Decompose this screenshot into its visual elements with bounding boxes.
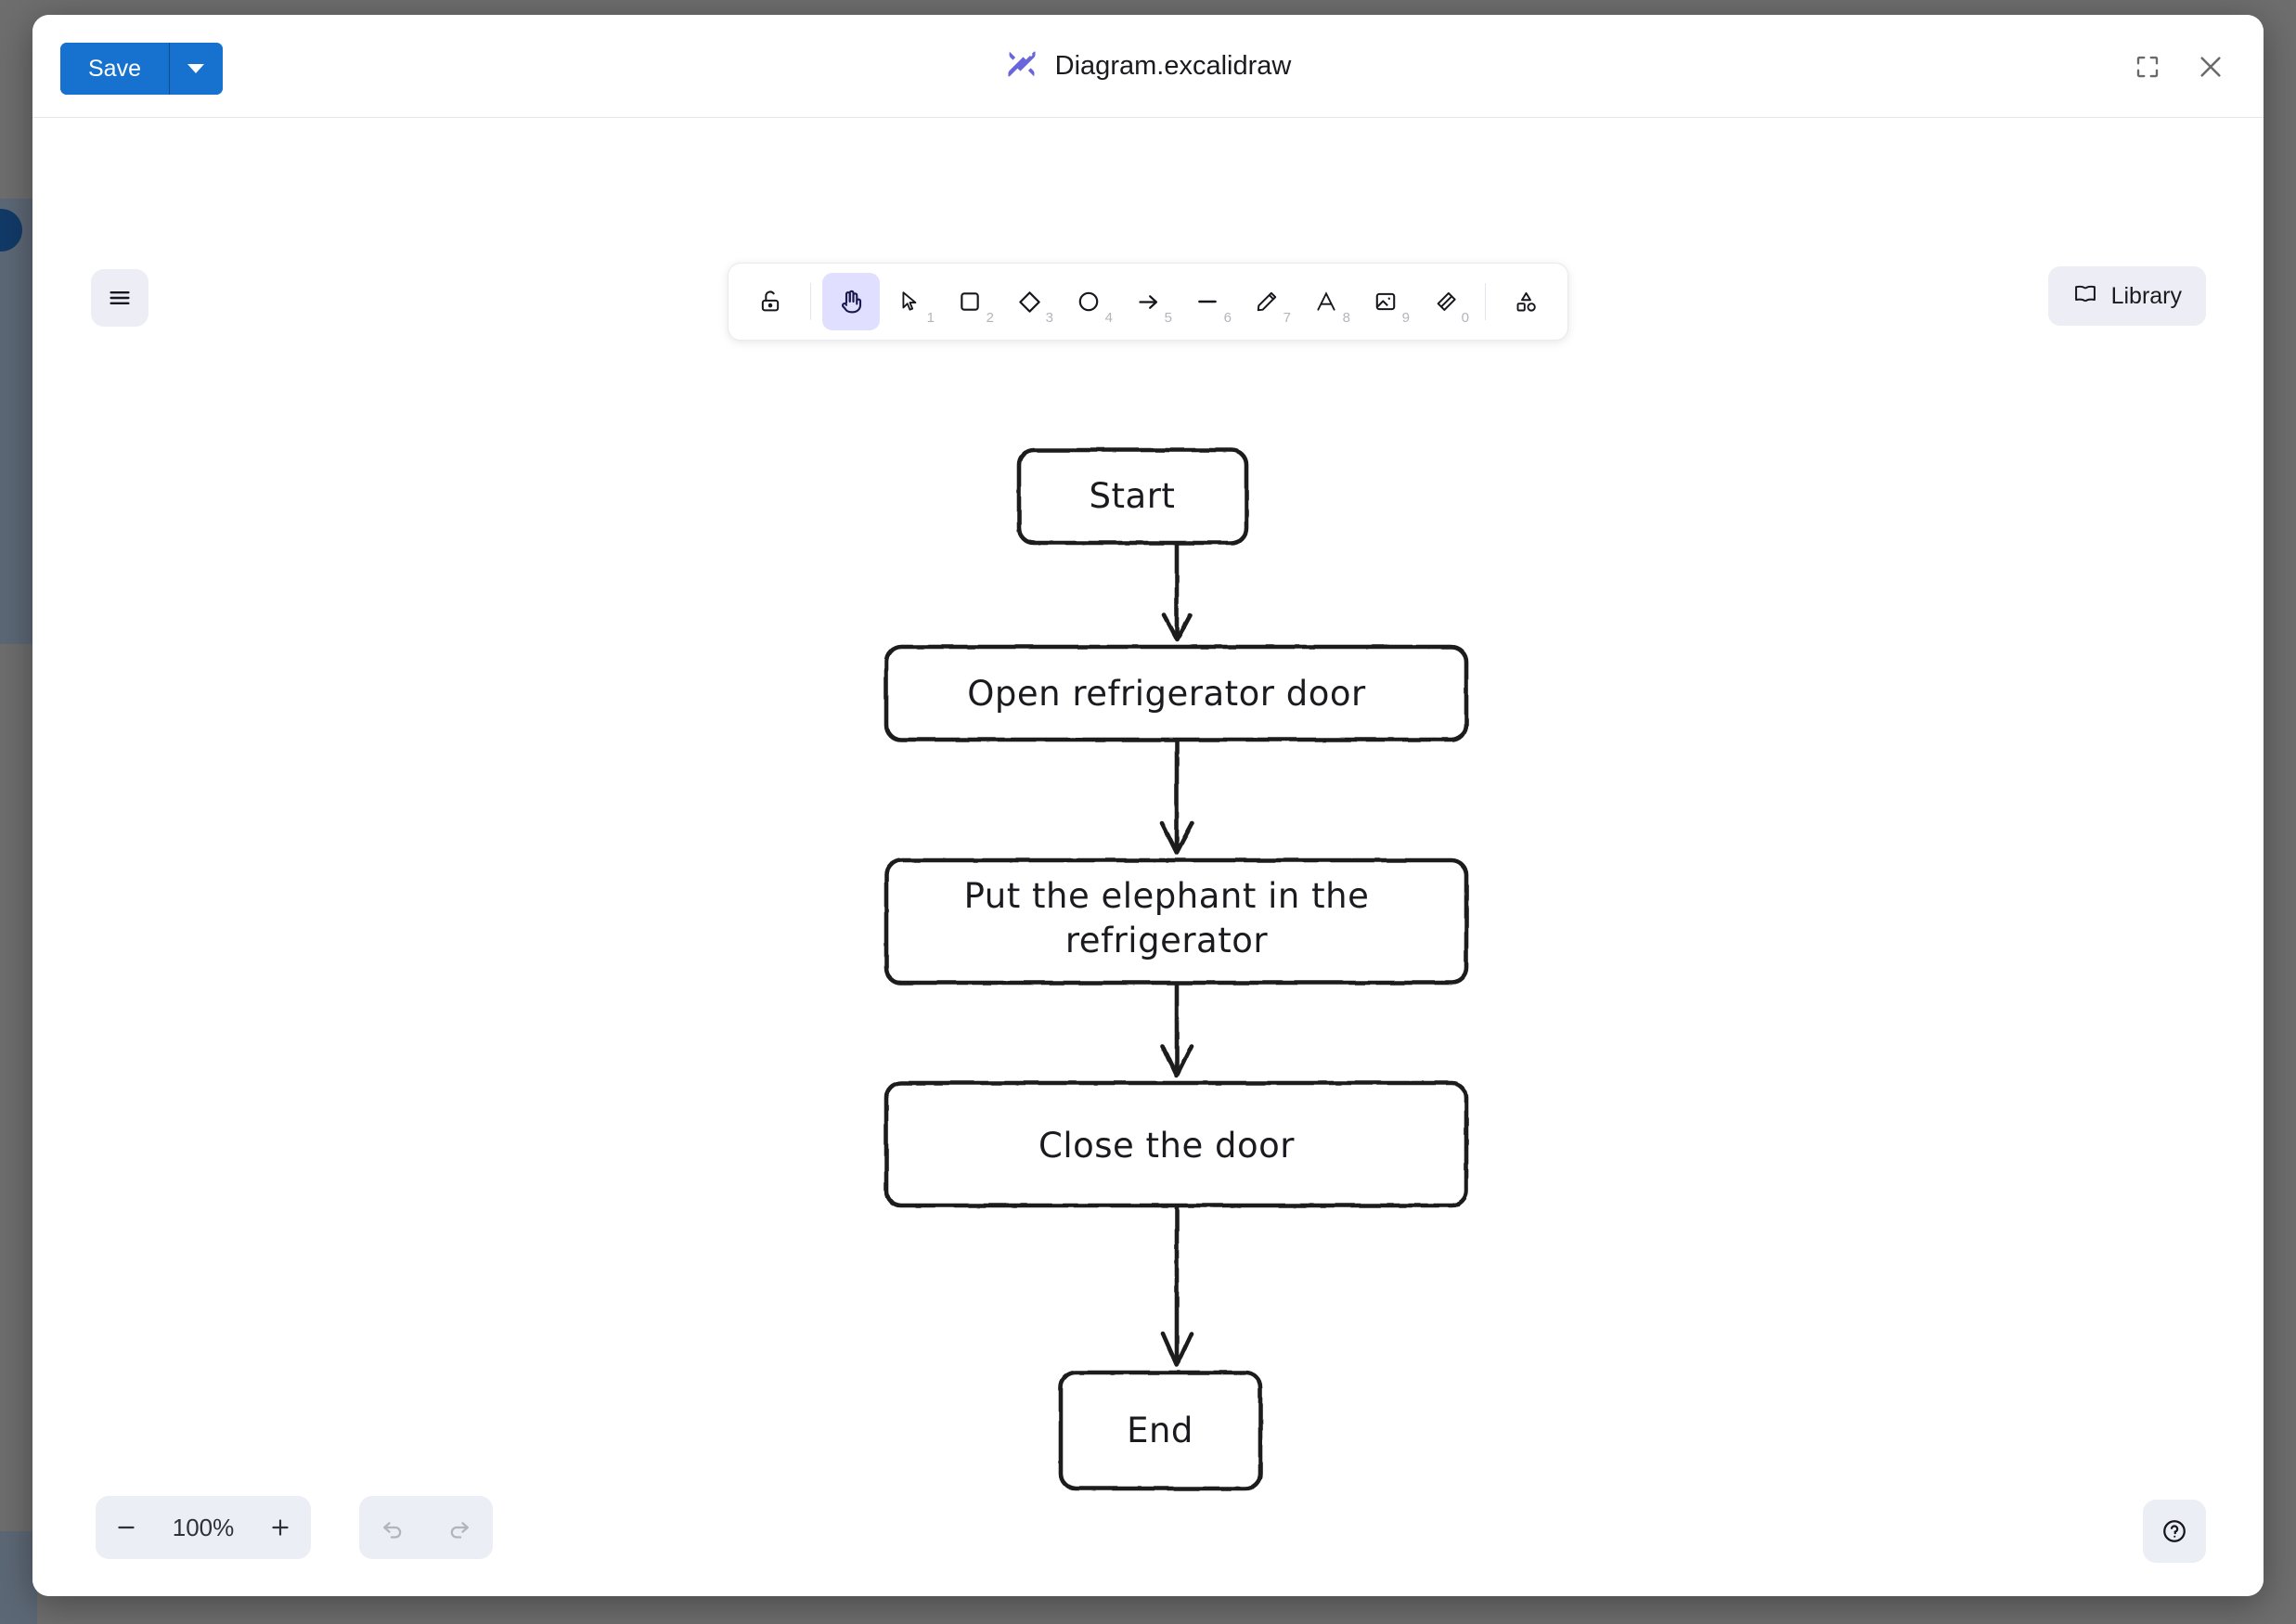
flow-node-label-n3-line1: Put the elephant in the bbox=[964, 876, 1370, 916]
tool-shortcut-rectangle: 2 bbox=[986, 310, 994, 326]
library-button-label: Library bbox=[2110, 282, 2182, 309]
tool-hand[interactable] bbox=[822, 273, 880, 330]
toolbar-divider-1 bbox=[810, 283, 811, 320]
tool-rectangle[interactable]: 2 bbox=[941, 273, 999, 330]
flow-edge-n2-n3 bbox=[1159, 739, 1195, 856]
flow-node-n5 bbox=[1058, 1370, 1263, 1491]
zoom-in-button[interactable] bbox=[250, 1496, 311, 1559]
tool-draw[interactable]: 7 bbox=[1238, 273, 1296, 330]
tool-lock[interactable] bbox=[742, 273, 799, 330]
flow-edge-n1-n2 bbox=[1161, 542, 1193, 642]
backdrop-highlight-band bbox=[0, 199, 37, 644]
tool-shortcut-arrow: 5 bbox=[1164, 310, 1172, 326]
tool-shortcut-draw: 7 bbox=[1283, 310, 1291, 326]
save-dropdown-button[interactable] bbox=[169, 43, 223, 95]
tool-shortcut-selection: 1 bbox=[926, 310, 935, 326]
zoom-control-group[interactable]: 100% bbox=[96, 1496, 311, 1559]
flow-node-label-n4: Close the door bbox=[1038, 1126, 1295, 1166]
library-button[interactable]: Library bbox=[2047, 266, 2206, 326]
save-button-group[interactable]: Save bbox=[60, 43, 223, 95]
tool-shortcut-diamond: 3 bbox=[1045, 310, 1053, 326]
chevron-down-icon bbox=[187, 64, 205, 73]
tool-diamond[interactable]: 3 bbox=[1000, 273, 1058, 330]
save-group-divider bbox=[168, 43, 170, 95]
tool-image[interactable]: 9 bbox=[1357, 273, 1414, 330]
tool-eraser[interactable]: 0 bbox=[1416, 273, 1474, 330]
tool-shortcut-line: 6 bbox=[1223, 310, 1232, 326]
backdrop-highlight-band-lower bbox=[0, 1531, 37, 1624]
flow-node-label-n2: Open refrigerator door bbox=[967, 674, 1366, 714]
flow-node-label-n5: End bbox=[1127, 1411, 1193, 1450]
book-icon bbox=[2072, 280, 2098, 313]
tool-shortcut-image: 9 bbox=[1401, 310, 1410, 326]
tool-text[interactable]: 8 bbox=[1297, 273, 1355, 330]
excalidraw-modal-window: Save Diagram.excalidraw bbox=[32, 15, 2264, 1596]
history-control-group[interactable] bbox=[359, 1496, 493, 1559]
tool-shortcut-eraser: 0 bbox=[1461, 310, 1469, 326]
excalidraw-logo-icon bbox=[1005, 47, 1038, 85]
flow-node-n1 bbox=[1016, 447, 1249, 546]
excalidraw-canvas-area[interactable]: 1 2 3 4 bbox=[32, 118, 2264, 1596]
flow-node-n4 bbox=[884, 1080, 1469, 1208]
flow-edge-n3-n4 bbox=[1160, 982, 1194, 1078]
flow-node-label-n1: Start bbox=[1090, 476, 1176, 516]
flow-node-n2 bbox=[884, 644, 1469, 742]
tool-shortcut-ellipse: 4 bbox=[1104, 310, 1113, 326]
flow-node-n3 bbox=[884, 857, 1469, 986]
tool-shapes[interactable] bbox=[1497, 273, 1554, 330]
save-button[interactable]: Save bbox=[60, 43, 169, 95]
modal-title-bar: Save Diagram.excalidraw bbox=[32, 15, 2264, 118]
zoom-level-value[interactable]: 100% bbox=[172, 1513, 235, 1541]
help-circle-icon[interactable] bbox=[2143, 1500, 2206, 1563]
tool-island[interactable]: 1 2 3 4 bbox=[728, 263, 1568, 341]
close-icon[interactable] bbox=[2187, 44, 2234, 90]
tool-shortcut-text: 8 bbox=[1342, 310, 1350, 326]
flow-edge-n4-n5 bbox=[1160, 1205, 1194, 1368]
window-controls bbox=[2124, 15, 2234, 118]
tool-line[interactable]: 6 bbox=[1179, 273, 1236, 330]
tool-ellipse[interactable]: 4 bbox=[1060, 273, 1117, 330]
toolbar-divider-2 bbox=[1485, 283, 1486, 320]
undo-button[interactable] bbox=[359, 1496, 426, 1559]
tool-arrow[interactable]: 5 bbox=[1119, 273, 1177, 330]
hamburger-menu-icon[interactable] bbox=[91, 269, 148, 327]
flow-node-label-n3-line2: refrigerator bbox=[1065, 921, 1268, 960]
redo-button[interactable] bbox=[426, 1496, 493, 1559]
title-center-group: Diagram.excalidraw bbox=[32, 15, 2264, 118]
document-title: Diagram.excalidraw bbox=[1054, 51, 1292, 81]
fullscreen-icon[interactable] bbox=[2124, 44, 2171, 90]
zoom-out-button[interactable] bbox=[96, 1496, 157, 1559]
tool-selection[interactable]: 1 bbox=[882, 273, 939, 330]
